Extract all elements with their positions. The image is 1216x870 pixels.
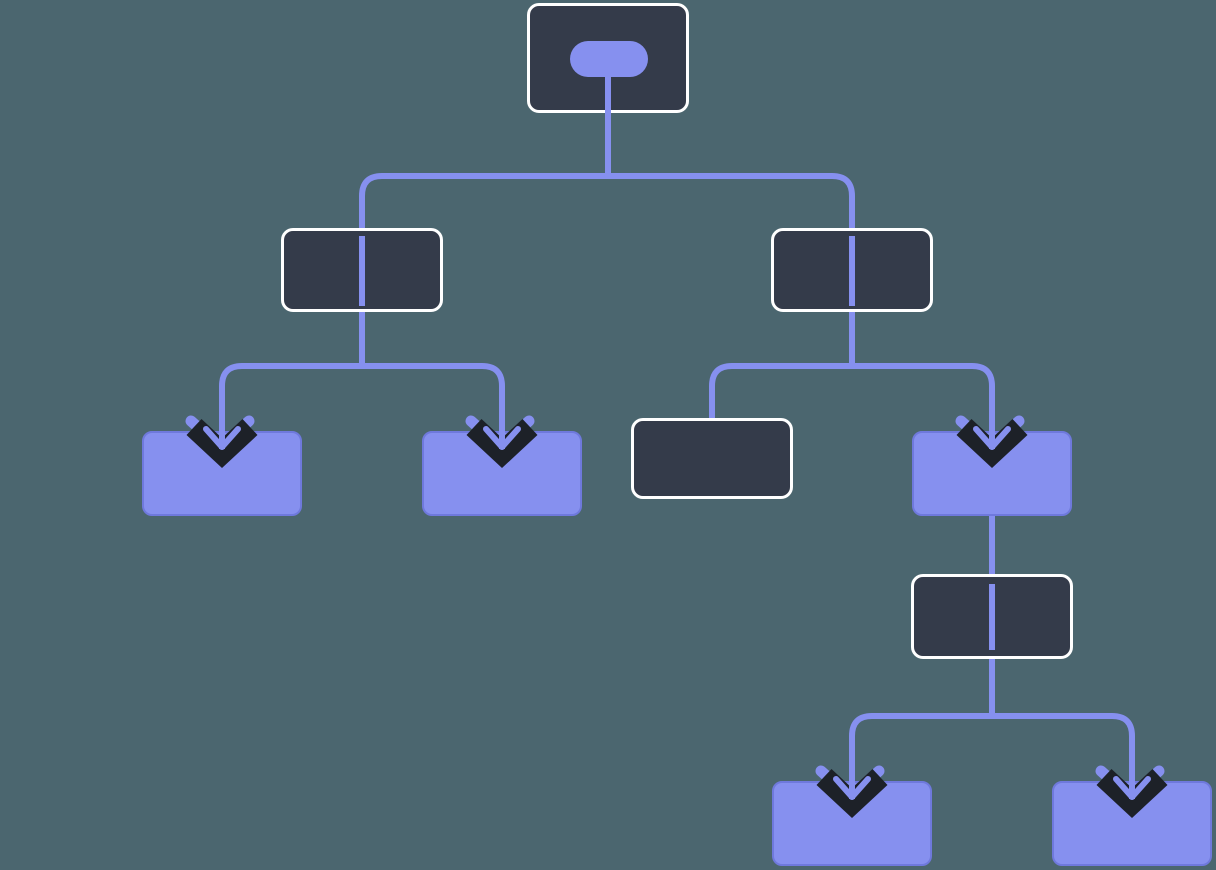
arrowhead-l2-b <box>471 413 530 453</box>
arrowhead-l4-a <box>821 763 880 803</box>
node-l2-c[interactable] <box>631 418 793 499</box>
arrowhead-l2-d <box>961 413 1020 453</box>
arrowhead-l4-b <box>1101 763 1160 803</box>
node-l4-b[interactable] <box>1052 781 1212 866</box>
arrowhead-l2-a <box>191 413 250 453</box>
